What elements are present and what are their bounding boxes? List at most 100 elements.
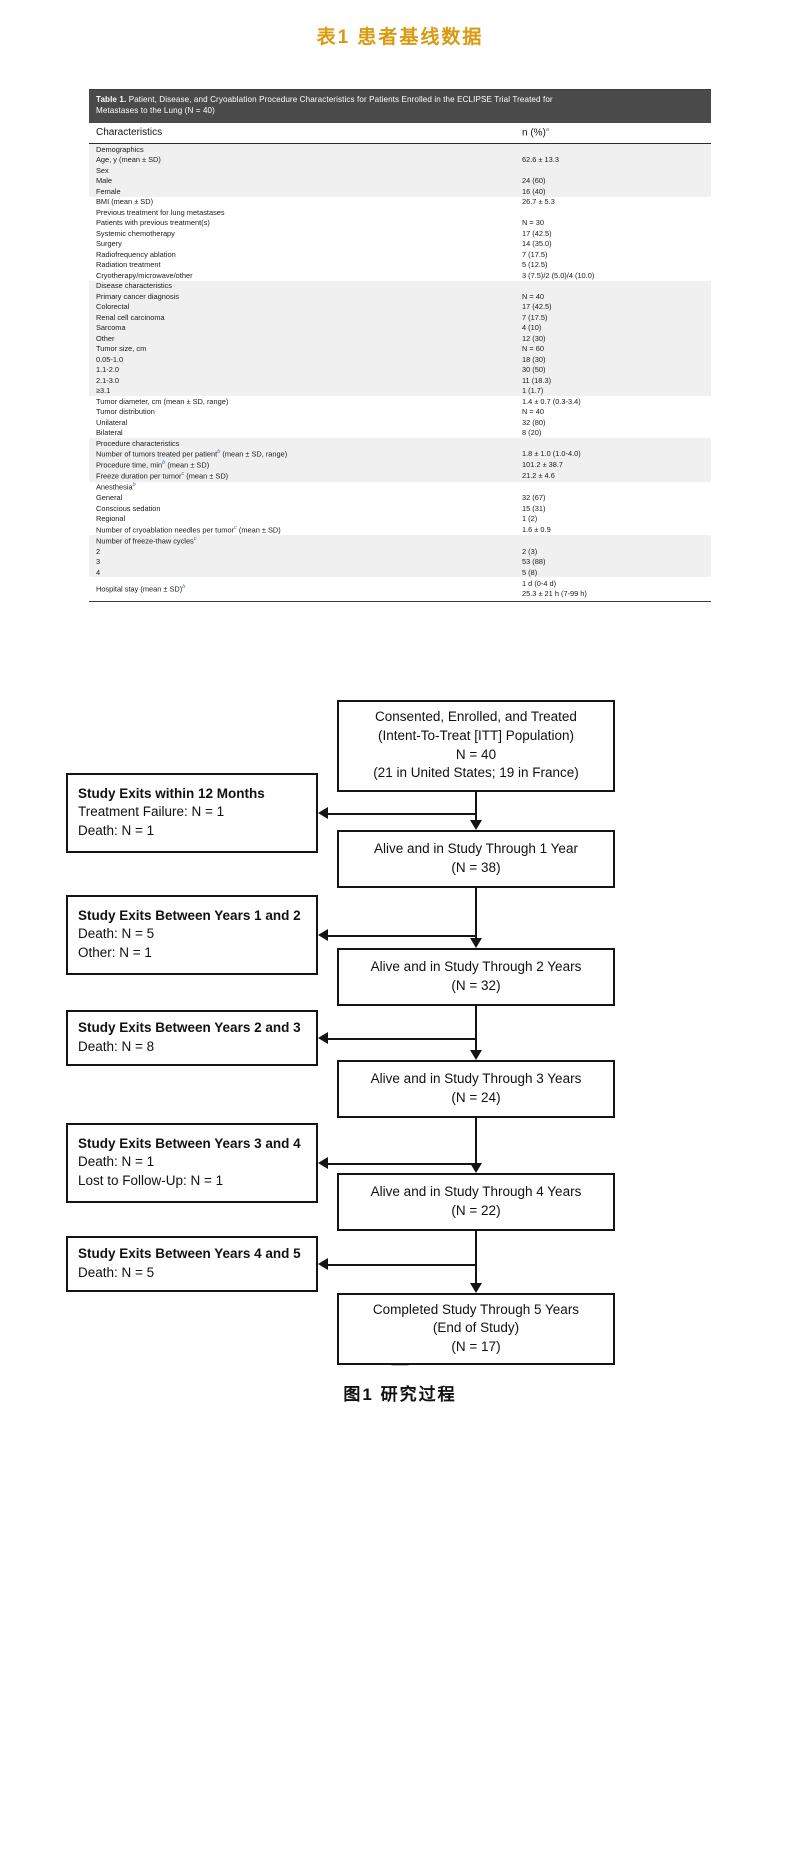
row-label: General [89,492,515,504]
row-label-text: Unilateral [96,417,128,427]
table1-container: Table 1. Patient, Disease, and Cryoablat… [89,89,711,602]
flow-node-line: Death: N = 8 [78,1038,155,1054]
row-label: 2.1-3.0 [89,375,515,386]
row-value: 1.4 ± 0.7 (0.3-3.4) [515,396,711,407]
row-label: Age, y (mean ± SD) [89,154,515,166]
row-value: 5 (12.5) [515,259,711,271]
flow-node-line: Alive and in Study Through 4 Years [370,1183,582,1199]
row-label: Male [89,175,515,187]
flow-arrow-down-icon [469,1162,482,1173]
row-label: Radiation treatment [89,259,515,271]
column-header-n-percent: n (%)a [515,122,711,145]
row-label-text: Demographics [96,144,144,154]
row-value: 11 (18.3) [515,375,711,386]
row-label-text: 3 [96,557,101,567]
row-value: 12 (30) [515,333,711,344]
row-value: 18 (30) [515,354,711,365]
row-label: Colorectal [89,301,515,313]
row-label-text: Tumor distribution [96,407,155,417]
row-label: 3 [89,556,515,567]
flow-node-main-3: Alive and in Study Through 2 Years(N = 3… [337,947,615,1006]
table-row: BMI (mean ± SD)26.7 ± 5.3 [89,196,711,208]
row-label: Systemic chemotherapy [89,228,515,239]
flow-node-main-5: Alive and in Study Through 4 Years(N = 2… [337,1172,615,1231]
flow-node-main-4: Alive and in Study Through 3 Years(N = 2… [337,1059,615,1118]
row-label: ≥3.1 [89,385,515,397]
row-label: Cryotherapy/microwave/other [89,270,515,281]
flow-node-line: (N = 17) [451,1338,501,1354]
row-label: Sarcoma [89,322,515,334]
table1: Table 1. Patient, Disease, and Cryoablat… [89,90,711,602]
row-label-text: Age, y (mean ± SD) [96,155,161,165]
table-row: Freeze duration per tumorc (mean ± SD)21… [89,470,711,482]
row-label-suffix: (mean ± SD) [184,471,229,481]
table-row: Previous treatment for lung metastases [89,207,711,218]
row-label-text: Colorectal [96,302,130,312]
row-value: 1.8 ± 1.0 (1.0-4.0) [515,448,711,460]
row-label-text: Disease characteristics [96,281,172,291]
row-value: N = 60 [515,343,711,355]
table-row: Sex [89,165,711,176]
flow-arrow-left-icon [318,929,328,942]
row-label-text: Number of tumors treated per patient [96,449,218,459]
row-value: 17 (42.5) [515,228,711,239]
footnote-marker-c: c [234,524,237,531]
page-title: 表1 患者基线数据 [316,27,484,48]
table1-title-rest: Patient, Disease, and Cryoablation Proce… [126,95,553,104]
flow-node-exit-heading: Study Exits Between Years 4 and 5 [78,1245,301,1261]
row-label: Primary cancer diagnosis [89,291,515,302]
flow-connector-horizontal [328,1162,475,1165]
row-label: Regional [89,513,515,525]
flow-connector-horizontal [328,934,475,937]
table1-title-bar: Table 1. Patient, Disease, and Cryoablat… [89,90,711,123]
flow-node-main-2: Alive and in Study Through 1 Year(N = 38… [337,829,615,888]
row-label-text: Regional [96,514,126,524]
row-label: Procedure characteristics [89,438,515,449]
flow-connector-vertical [474,1117,478,1164]
row-label: Other [89,333,515,344]
row-label: Tumor diameter, cm (mean ± SD, range) [89,396,515,407]
row-value: 1 (1.7) [515,385,711,397]
row-label-text: Procedure time, min [96,460,163,470]
row-value-line: 25.3 ± 21 h (7-99 h) [522,589,587,599]
flow-node-line: (N = 32) [451,977,501,993]
table-row: Disease characteristics [89,280,711,292]
row-label: Anesthesiab [89,481,515,493]
table-row: Tumor diameter, cm (mean ± SD, range)1.4… [89,396,711,407]
row-label: Previous treatment for lung metastases [89,207,515,218]
flow-arrow-down-icon [469,1049,482,1060]
row-label-suffix: (mean ± SD, range) [220,449,288,459]
row-label-text: 2 [96,546,101,556]
flow-connector-vertical [474,887,478,939]
row-label: Sex [89,165,515,176]
column-header-n-percent-text: n (%) [522,127,546,139]
flow-arrow-left-icon [318,1157,328,1170]
flow-arrow-left-icon [318,807,328,820]
row-value: 5 (8) [515,566,711,578]
flow-node-line: Other: N = 1 [78,944,152,960]
table-row: Number of tumors treated per patientb (m… [89,448,711,460]
row-value [515,165,711,176]
row-value [515,481,711,493]
row-value-line: 1 d (0-4 d) [522,579,557,589]
row-label: Number of tumors treated per patientb (m… [89,448,515,460]
row-value: 26.7 ± 5.3 [515,196,711,208]
flow-node-line: Completed Study Through 5 Years [372,1301,580,1317]
flow-node-line: Death: N = 5 [78,926,155,942]
row-value: 101.2 ± 38.7 [515,459,711,471]
